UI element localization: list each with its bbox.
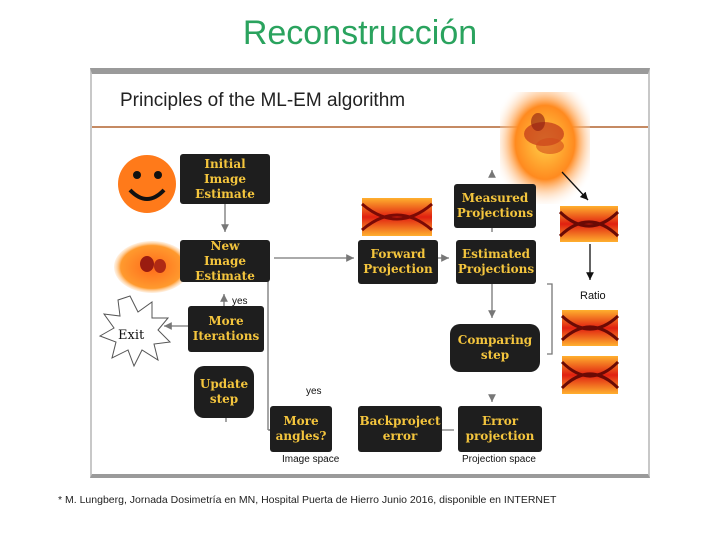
update-step-box: Update step — [194, 366, 254, 418]
ml-em-figure: Principles of the ML-EM algorithm — [90, 68, 650, 478]
yes-label-bottom: yes — [306, 386, 322, 397]
backproject-error-box: Backproject error — [358, 406, 442, 452]
title-rule — [92, 126, 648, 128]
sinogram-measured — [558, 206, 620, 242]
figure-title: Principles of the ML-EM algorithm — [120, 90, 406, 111]
estimated-projections-box: Estimated Projections — [456, 240, 536, 284]
footnote: * M. Lungberg, Jornada Dosimetría en MN,… — [58, 494, 557, 506]
image-estimate-thumbnail — [114, 241, 190, 293]
new-image-estimate-box: New Image Estimate — [180, 239, 270, 283]
diagram-graphics — [98, 92, 620, 434]
projection-space-label: Projection space — [462, 454, 536, 465]
exit-starburst — [98, 295, 172, 368]
ratio-label: Ratio — [580, 290, 606, 302]
slide-title: Reconstrucción — [242, 14, 478, 52]
forward-projection-box: Forward Projection — [358, 240, 438, 284]
exit-label: Exit — [118, 328, 145, 343]
sinogram-ratio — [560, 310, 620, 346]
sinogram-forward — [361, 198, 433, 236]
sinogram-bottom — [560, 356, 620, 394]
ratio-arrows — [561, 171, 594, 280]
body-scan-image — [500, 92, 590, 204]
more-iterations-box: More Iterations — [188, 306, 264, 352]
comparing-step-box: Comparing step — [450, 324, 540, 372]
image-space-label: Image space — [282, 454, 340, 465]
error-projection-box: Error projection — [458, 406, 542, 452]
smiley-face-icon — [118, 155, 176, 213]
measured-projections-box: Measured Projections — [454, 184, 536, 228]
initial-image-estimate-box: Initial Image Estimate — [180, 154, 270, 204]
yes-label-top: yes — [232, 296, 248, 307]
more-angles-box: More angles? — [270, 406, 332, 452]
